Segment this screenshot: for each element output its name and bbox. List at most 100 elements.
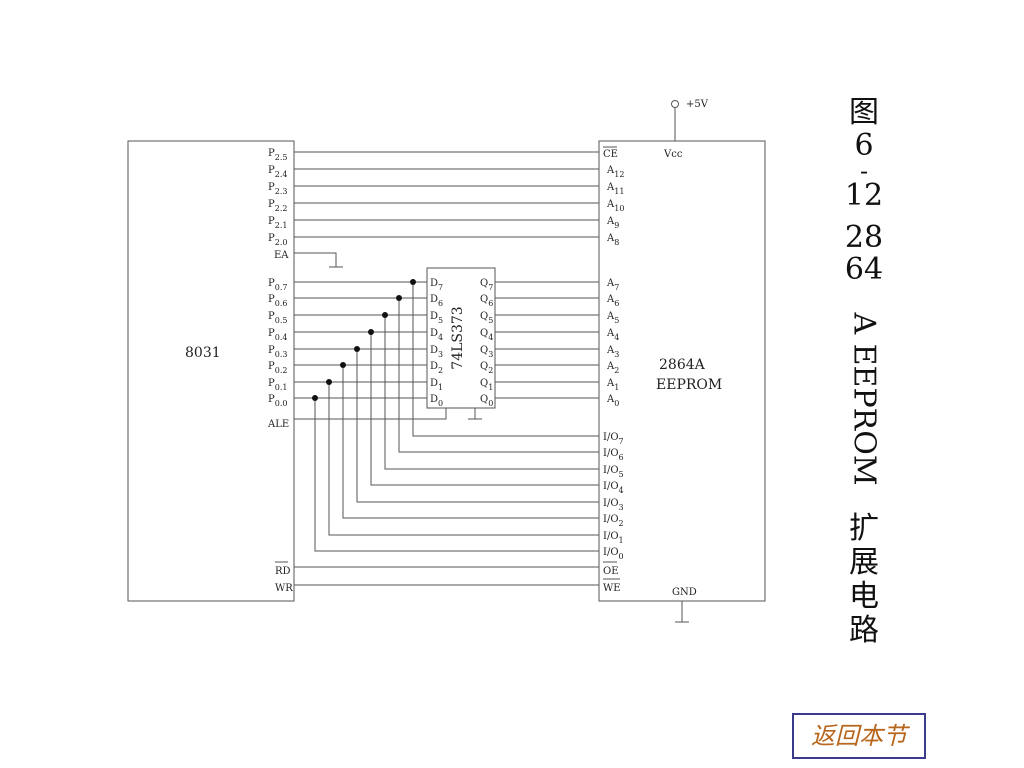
- eeprom-io-label: I/O4: [603, 481, 624, 495]
- eeprom-pin-label: A8: [606, 233, 619, 247]
- eeprom-io-label: I/O2: [603, 514, 624, 528]
- junction-dot: [368, 329, 374, 335]
- ce-pin-label: CE: [603, 149, 618, 160]
- we-pin-label: WE: [603, 583, 621, 594]
- cpu-chip-body: [127, 140, 295, 602]
- cpu-pin-label: P2.2: [268, 199, 287, 213]
- vcc-supply-label: +5V: [686, 99, 709, 110]
- latch-d-pin-label: D6: [430, 294, 443, 308]
- eeprom-pin-label: A10: [606, 199, 624, 213]
- cpu-pin-label: P0.3: [268, 345, 287, 359]
- latch-q-pin-label: Q7: [480, 278, 493, 292]
- cpu-pin-label: P0.2: [268, 361, 287, 375]
- latch-d-pin-label: D5: [430, 311, 443, 325]
- latch-d-pin-label: D0: [430, 394, 443, 408]
- gnd-pin-label: GND: [672, 587, 697, 598]
- ea-ground-wire: [294, 252, 337, 267]
- oe-pin-label: OE: [603, 566, 619, 577]
- eeprom-pin-label: A3: [606, 345, 619, 359]
- cpu-pin-label: P2.4: [268, 165, 287, 179]
- caption-char: 电: [849, 579, 879, 614]
- junction-dot: [382, 312, 388, 318]
- junction-dot: [354, 346, 360, 352]
- eeprom-io-label: I/O1: [603, 531, 624, 545]
- caption-char: 路: [849, 613, 879, 648]
- latch-q-pin-label: Q4: [480, 328, 493, 342]
- latch-q-pin-label: Q2: [480, 361, 493, 375]
- eeprom-pin-label: A12: [606, 165, 624, 179]
- ea-pin-label: EA: [274, 250, 289, 261]
- latch-d-pin-label: D4: [430, 328, 443, 342]
- caption-part-number-a: 28: [844, 220, 884, 255]
- eeprom-pin-label: A0: [606, 394, 619, 408]
- eeprom-pin-label: A6: [606, 294, 619, 308]
- latch-chip-label: 74LS373: [450, 306, 466, 369]
- vcc-pin-label: Vcc: [663, 149, 683, 160]
- cpu-pin-label: P0.0: [268, 394, 287, 408]
- junction-dot: [396, 295, 402, 301]
- caption-figure-number: 6: [854, 128, 874, 163]
- eeprom-pin-label: A5: [606, 311, 619, 325]
- cpu-pin-label: P0.4: [268, 328, 287, 342]
- cpu-pin-label: P0.1: [268, 378, 287, 392]
- rd-pin-label: RD: [275, 566, 291, 577]
- latch-q-pin-label: Q5: [480, 311, 493, 325]
- ale-wire: [294, 408, 447, 420]
- caption-char: 图: [849, 95, 879, 130]
- latch-d-pin-label: D2: [430, 361, 443, 375]
- eeprom-io-label: I/O0: [603, 547, 624, 561]
- latch-d-pin-label: D3: [430, 345, 443, 359]
- back-to-section-button[interactable]: 返回本节: [792, 713, 926, 759]
- ale-pin-label: ALE: [267, 419, 289, 430]
- data-bus-line: [342, 365, 599, 519]
- latch-q-pin-label: Q6: [480, 294, 493, 308]
- cpu-pin-label: P2.5: [268, 148, 287, 162]
- latch-q-pin-label: Q1: [480, 378, 493, 392]
- data-bus-line: [398, 298, 599, 453]
- junction-dot: [340, 362, 346, 368]
- eeprom-pin-label: A4: [606, 328, 619, 342]
- eeprom-pin-label: A9: [606, 216, 619, 230]
- cpu-chip-label: 8031: [185, 345, 221, 361]
- data-bus-line: [384, 315, 599, 470]
- latch-q-pin-label: Q3: [480, 345, 493, 359]
- figure-caption: 图 6 - 12 28 64 A EEPROM 扩 展 电 路: [842, 96, 886, 648]
- latch-d-pin-label: D1: [430, 378, 443, 392]
- wr-pin-label: WR: [275, 583, 293, 594]
- eeprom-pin-label: A11: [606, 182, 624, 196]
- eeprom-chip-name: 2864A: [659, 357, 706, 373]
- caption-figure-index: 12: [844, 178, 884, 213]
- latch-d-pin-label: D7: [430, 278, 443, 292]
- data-bus-line: [328, 382, 599, 536]
- junction-dot: [410, 279, 416, 285]
- caption-char: 扩: [849, 511, 879, 546]
- caption-char: 展: [849, 545, 879, 580]
- eeprom-io-label: I/O5: [603, 465, 624, 479]
- eeprom-io-label: I/O3: [603, 498, 624, 512]
- latch-chip-body: [426, 267, 496, 409]
- eeprom-pin-label: A7: [606, 278, 619, 292]
- cpu-pin-label: P2.3: [268, 182, 287, 196]
- vcc-terminal: [671, 100, 679, 108]
- data-bus-line: [356, 349, 599, 503]
- cpu-pin-label: P2.0: [268, 233, 287, 247]
- cpu-pin-label: P0.6: [268, 294, 287, 308]
- caption-dash: -: [859, 157, 869, 185]
- eeprom-io-label: I/O6: [603, 448, 624, 462]
- data-bus-line: [412, 282, 599, 437]
- eeprom-chip-type: EEPROM: [656, 377, 722, 393]
- eeprom-io-label: I/O7: [603, 432, 624, 446]
- eeprom-pin-label: A1: [606, 378, 619, 392]
- caption-part-number-b: 64: [844, 252, 884, 287]
- caption-rotated-text: A EEPROM: [846, 312, 882, 486]
- junction-dot: [312, 395, 318, 401]
- data-bus-line: [314, 398, 599, 552]
- junction-dot: [326, 379, 332, 385]
- cpu-pin-label: P2.1: [268, 216, 287, 230]
- cpu-pin-label: P0.5: [268, 311, 287, 325]
- cpu-pin-label: P0.7: [268, 278, 287, 292]
- latch-q-pin-label: Q0: [480, 394, 493, 408]
- eeprom-pin-label: A2: [606, 361, 619, 375]
- data-bus-line: [370, 332, 599, 486]
